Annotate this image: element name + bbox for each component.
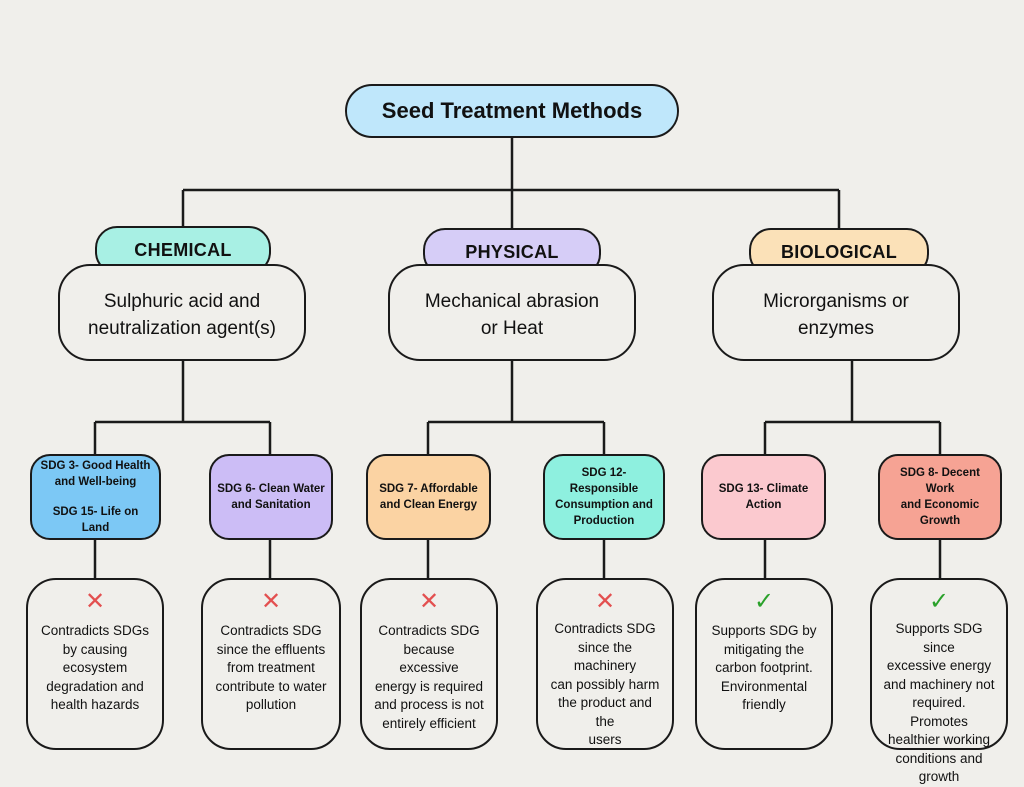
cross-icon: ✕ — [84, 588, 106, 615]
connector-chemical-branch — [93, 361, 272, 454]
sdg-3-text: SDG 7- Affordable and Clean Energy — [379, 483, 478, 511]
outcome-6-text: Supports SDG since excessive energy and … — [883, 621, 995, 784]
sdg-box-4: SDG 12- Responsible Consumption and Prod… — [543, 454, 665, 540]
method-biological: Microrganisms or enzymes — [712, 264, 960, 361]
sdg-2-text: SDG 6- Clean Water and Sanitation — [217, 483, 325, 511]
sdg-1-line2: SDG 15- Life on Land — [52, 506, 139, 534]
sdg-box-5: SDG 13- Climate Action — [701, 454, 826, 540]
cross-icon: ✕ — [260, 588, 282, 615]
method-chemical: Sulphuric acid and neutralization agent(… — [58, 264, 306, 361]
method-physical: Mechanical abrasion or Heat — [388, 264, 636, 361]
sdg-4-text: SDG 12- Responsible Consumption and Prod… — [555, 467, 653, 527]
outcome-1-text: Contradicts SDGs by causing ecosystem de… — [40, 623, 150, 712]
outcome-box-6: ✓ Supports SDG since excessive energy an… — [870, 578, 1008, 784]
diagram-title: Seed Treatment Methods — [345, 84, 679, 138]
outcome-box-3: ✕ Contradicts SDG because excessive ener… — [360, 578, 498, 750]
method-chemical-text: Sulphuric acid and neutralization agent(… — [88, 291, 276, 339]
sdg-box-6: SDG 8- Decent Work and Economic Growth — [878, 454, 1002, 540]
outcome-2-text: Contradicts SDG since the effluents from… — [215, 623, 327, 712]
outcome-box-2: ✕ Contradicts SDG since the effluents fr… — [201, 578, 341, 750]
check-icon: ✓ — [928, 588, 950, 615]
sdg-box-3: SDG 7- Affordable and Clean Energy — [366, 454, 491, 540]
check-icon: ✓ — [753, 588, 775, 615]
method-biological-text: Microrganisms or enzymes — [763, 291, 909, 339]
sdg-6-text: SDG 8- Decent Work and Economic Growth — [900, 467, 980, 527]
cross-icon: ✕ — [594, 588, 616, 615]
sdg-1-line1: SDG 3- Good Health and Well-being — [40, 460, 151, 488]
outcome-5-text: Supports SDG by mitigating the carbon fo… — [711, 623, 817, 712]
sdg-5-text: SDG 13- Climate Action — [718, 483, 809, 511]
connector-lines — [93, 138, 942, 578]
outcome-box-5: ✓ Supports SDG by mitigating the carbon … — [695, 578, 833, 750]
connector-biological-branch — [763, 361, 942, 454]
outcome-4-text: Contradicts SDG since the machinery can … — [550, 621, 660, 747]
sdg-box-2: SDG 6- Clean Water and Sanitation — [209, 454, 333, 540]
outcome-box-1: ✕ Contradicts SDGs by causing ecosystem … — [26, 578, 164, 750]
connector-physical-branch — [426, 361, 606, 454]
outcome-3-text: Contradicts SDG because excessive energy… — [374, 623, 484, 731]
cross-icon: ✕ — [418, 588, 440, 615]
diagram: Seed Treatment Methods CHEMICAL PHYSICAL… — [26, 84, 1008, 784]
outcome-box-4: ✕ Contradicts SDG since the machinery ca… — [536, 578, 674, 750]
sdg-box-1: SDG 3- Good Health and Well-being SDG 15… — [30, 454, 161, 540]
method-physical-text: Mechanical abrasion or Heat — [424, 291, 600, 339]
